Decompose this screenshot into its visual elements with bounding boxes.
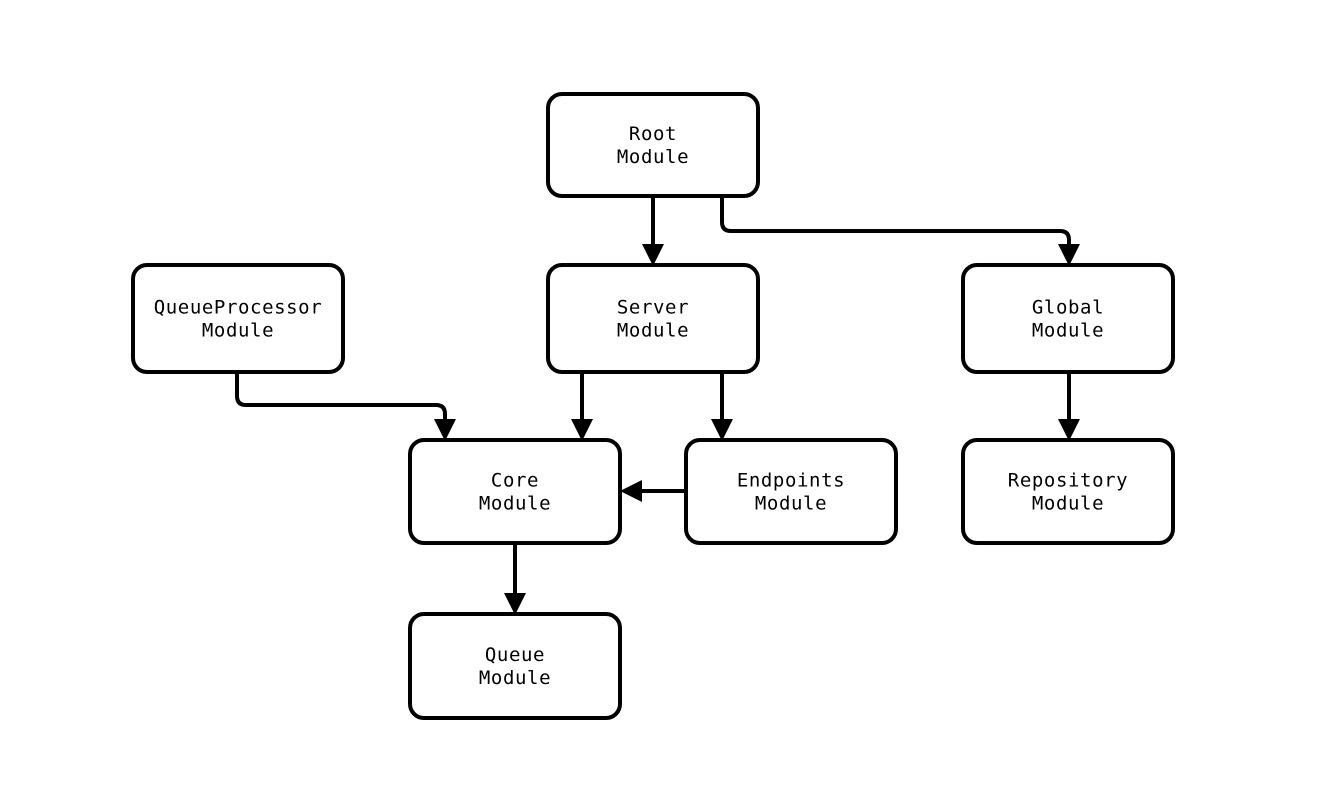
node-label-line2: Module [202,319,274,341]
node-label-line1: Queue [485,644,545,666]
edge-root-to-global [720,196,1080,266]
arrowhead-icon [711,419,733,441]
arrowhead-icon [571,419,593,441]
edge-line [720,196,1071,250]
node-box[interactable] [961,263,1175,374]
arrowhead-icon [504,593,526,615]
node-label-line1: Global [1032,296,1104,318]
node-label-line1: Repository [1008,469,1128,491]
node-box[interactable] [684,438,898,545]
node-box[interactable] [131,263,345,374]
arrowhead-icon [642,244,664,266]
arrowhead-icon [1058,244,1080,266]
edge-endpoints-to-core [620,480,686,502]
node-label-line1: QueueProcessor [154,296,323,318]
edges-layer [235,196,1080,615]
node-label-line2: Module [617,319,689,341]
node-label-line2: Module [617,146,689,168]
node-label-line1: Server [617,296,689,318]
arrowhead-icon [1058,419,1080,441]
edge-line [235,372,447,425]
node-box[interactable] [408,438,622,545]
edge-root-to-server [642,196,664,266]
node-label-line1: Core [491,469,539,491]
node-box[interactable] [961,438,1175,545]
arrowhead-icon [620,480,642,502]
node-box[interactable] [546,263,760,374]
arrowhead-icon [434,419,456,441]
node-box[interactable] [408,612,622,720]
node-label-line2: Module [479,492,551,514]
node-label-line1: Root [629,123,677,145]
node-label-line1: Endpoints [737,469,845,491]
edge-server-to-endpoints [711,372,733,441]
node-box[interactable] [546,92,760,198]
edge-server-to-core [571,372,593,441]
node-label-line2: Module [755,492,827,514]
edge-queueprocessor-to-core [235,372,456,441]
edge-global-to-repository [1058,372,1080,441]
node-label-line2: Module [1032,492,1104,514]
edge-core-to-queue [504,543,526,615]
node-label-line2: Module [1032,319,1104,341]
node-label-line2: Module [479,667,551,689]
